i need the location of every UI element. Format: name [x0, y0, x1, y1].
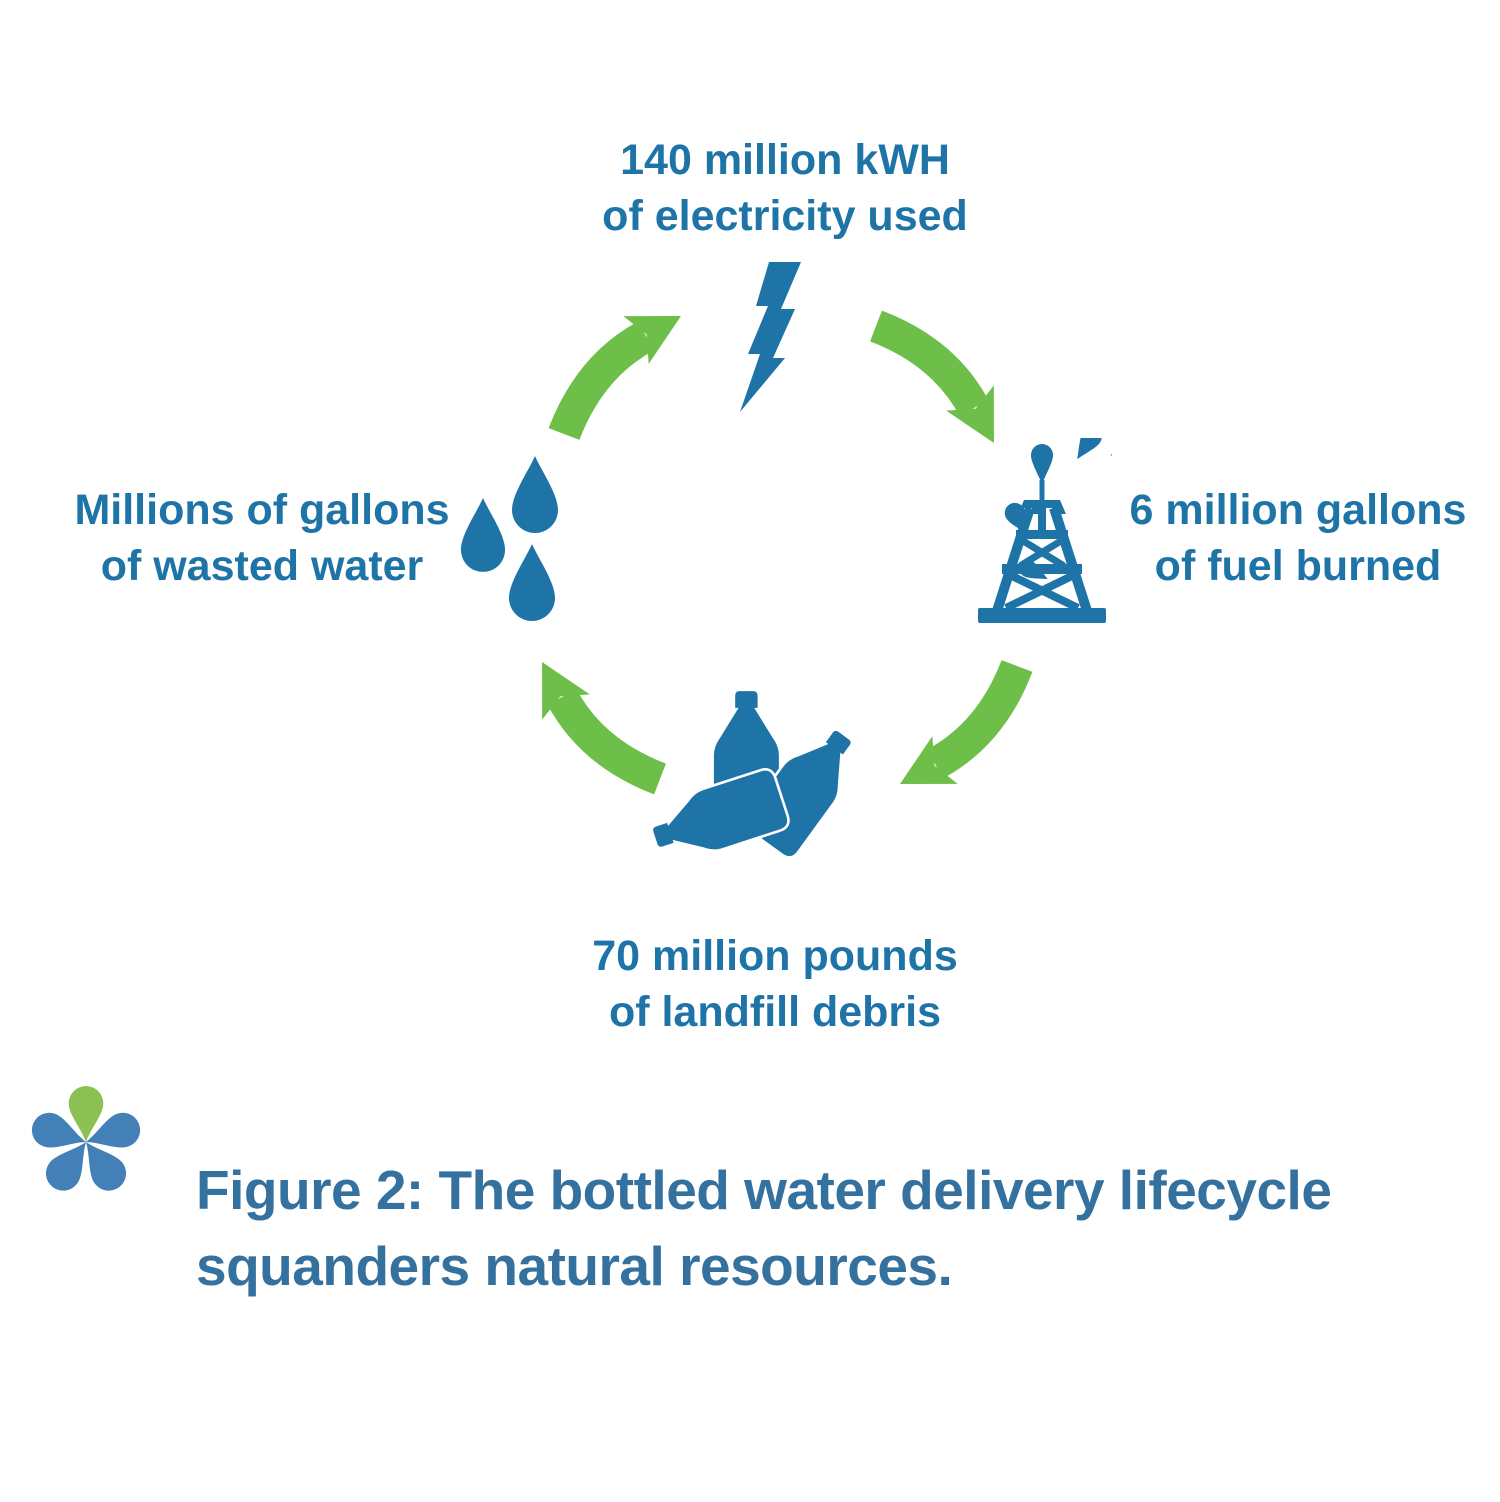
curved-arrow-down-right-icon	[869, 310, 994, 444]
figure-caption-line1: Figure 2: The bottled water delivery lif…	[196, 1159, 1332, 1221]
landfill-label-line1: 70 million pounds	[592, 932, 958, 980]
curved-arrow-up-left-icon	[542, 661, 667, 795]
water-label-line1: Millions of gallons	[74, 486, 450, 534]
electricity-label-line1: 140 million kWH	[620, 136, 950, 184]
figure-caption: Figure 2: The bottled water delivery lif…	[196, 1152, 1486, 1304]
water-drops-icon	[460, 456, 558, 621]
five-petal-flower-logo	[31, 1086, 141, 1191]
curved-arrow-down-left-icon	[899, 659, 1033, 784]
water-bottles-icon	[650, 688, 854, 859]
water-label-line2: of wasted water	[100, 542, 424, 590]
figure-caption-line2: squanders natural resources.	[196, 1235, 953, 1297]
water-label: Millions of gallons of wasted water	[62, 482, 462, 594]
electricity-label: 140 million kWH of electricity used	[585, 132, 985, 244]
electricity-label-line2: of electricity used	[602, 192, 968, 240]
oil-derrick-icon	[978, 438, 1112, 623]
fuel-label-line1: 6 million gallons	[1129, 486, 1467, 534]
lightning-bolt-icon	[740, 262, 801, 412]
landfill-label: 70 million pounds of landfill debris	[575, 928, 975, 1040]
landfill-label-line2: of landfill debris	[608, 988, 942, 1036]
fuel-label: 6 million gallons of fuel burned	[1098, 482, 1498, 594]
fuel-label-line2: of fuel burned	[1154, 542, 1442, 590]
curved-arrow-up-right-icon	[548, 316, 682, 441]
